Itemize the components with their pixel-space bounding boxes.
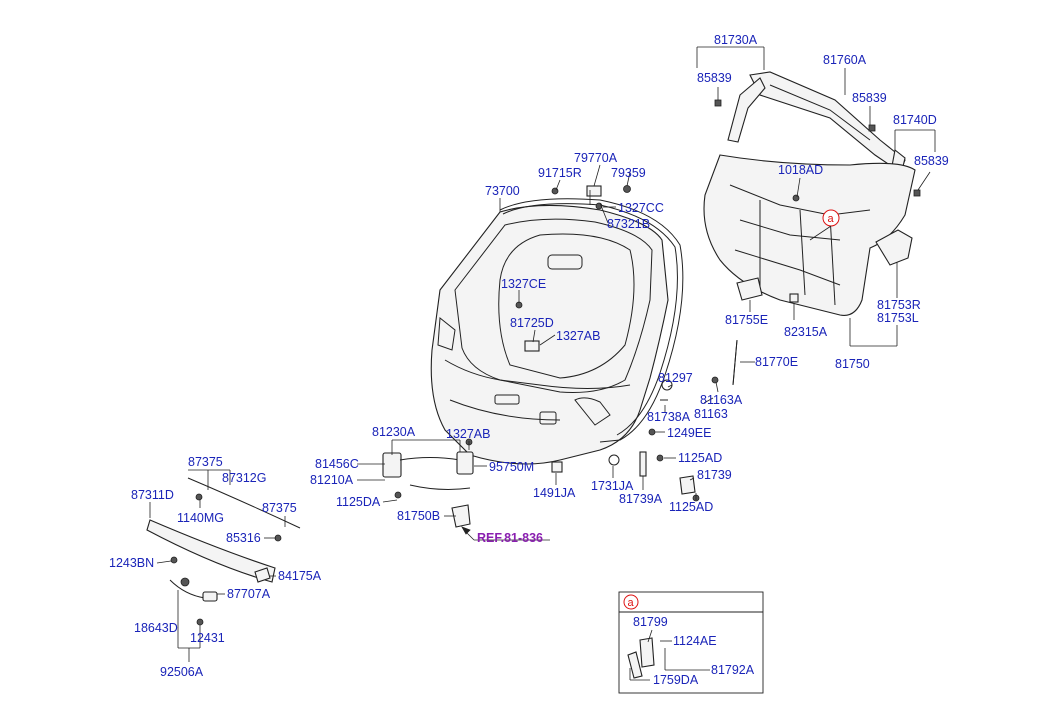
lift-strut (732, 339, 738, 386)
top-garnish (749, 71, 906, 173)
label-1249EE: 1249EE (667, 426, 711, 440)
label-1018AD: 1018AD (778, 163, 823, 177)
label-87375-a: 87375 (188, 455, 223, 469)
callout-a-letter: a (828, 213, 835, 225)
label-95750M: 95750M (489, 460, 534, 474)
label-1243BN: 1243BN (109, 556, 154, 570)
trim-panel (703, 154, 916, 316)
label-81456C: 81456C (315, 457, 359, 471)
label-79359: 79359 (611, 166, 646, 180)
label-81738A: 81738A (647, 410, 691, 424)
label-81792A: 81792A (711, 663, 755, 677)
label-1327AB-b: 1327AB (446, 427, 490, 441)
label-1125DA: 1125DA (336, 495, 381, 509)
label-1327CE: 1327CE (501, 277, 546, 291)
label-85316: 85316 (226, 531, 261, 545)
callout-a-marker: a (809, 209, 840, 241)
label-81740D: 81740D (893, 113, 937, 127)
label-81799: 81799 (633, 615, 668, 629)
label-92506A: 92506A (160, 665, 204, 679)
lamp-cover (736, 277, 763, 301)
label-1327CC: 1327CC (618, 201, 664, 215)
label-87375-b: 87375 (262, 501, 297, 515)
label-81755E: 81755E (725, 313, 768, 327)
inset-callout-letter: a (628, 597, 635, 609)
label-81753R: 81753R (877, 298, 921, 312)
license-lamp-harness (169, 577, 218, 602)
label-1491JA: 1491JA (533, 486, 576, 500)
label-81750B: 81750B (397, 509, 440, 523)
label-85839-b: 85839 (852, 91, 887, 105)
label-73700: 73700 (485, 184, 520, 198)
label-81750: 81750 (835, 357, 870, 371)
side-garnish-left (727, 77, 766, 143)
label-85839-a: 85839 (697, 71, 732, 85)
tailgate-panel (430, 204, 669, 465)
label-87311D: 87311D (131, 488, 174, 502)
handle-cover (875, 229, 913, 266)
label-81730A: 81730A (714, 33, 758, 47)
label-1124AE: 1124AE (673, 634, 717, 648)
label-81739: 81739 (697, 468, 732, 482)
label-84175A: 84175A (278, 569, 322, 583)
label-81230A: 81230A (372, 425, 416, 439)
label-81725D: 81725D (510, 316, 554, 330)
label-12431: 12431 (190, 631, 225, 645)
label-81163: 81163 (694, 407, 728, 421)
part-labels: 81730A 85839 81760A 85839 81740D 85839 1… (109, 33, 949, 687)
label-18643D: 18643D (134, 621, 178, 635)
label-81760A: 81760A (823, 53, 867, 67)
label-81753L: 81753L (877, 311, 919, 325)
label-91715R: 91715R (538, 166, 582, 180)
lower-garnish (146, 519, 276, 583)
label-1759DA: 1759DA (653, 673, 699, 687)
label-81163A: 81163A (700, 393, 743, 407)
label-81739A: 81739A (619, 492, 663, 506)
detail-inset-a: a (618, 591, 764, 694)
label-87321B: 87321B (607, 217, 650, 231)
label-1140MG: 1140MG (177, 511, 224, 525)
label-1327AB-a: 1327AB (556, 329, 600, 343)
label-87707A: 87707A (227, 587, 271, 601)
label-1731JA: 1731JA (591, 479, 634, 493)
label-81210A: 81210A (310, 473, 354, 487)
garnish-strip (187, 477, 301, 529)
label-ref-81-836[interactable]: REF.81-836 (477, 531, 543, 545)
latch-assembly (382, 451, 474, 528)
weatherstrip (499, 198, 684, 443)
label-1125AD-a: 1125AD (678, 451, 722, 465)
label-81770E: 81770E (755, 355, 798, 369)
label-82315A: 82315A (784, 325, 828, 339)
label-81297: 81297 (658, 371, 693, 385)
leader-lines (149, 46, 936, 662)
label-87312G: 87312G (222, 471, 266, 485)
label-85839-c: 85839 (914, 154, 949, 168)
label-1125AD-b: 1125AD (669, 500, 713, 514)
label-79770A: 79770A (574, 151, 618, 165)
